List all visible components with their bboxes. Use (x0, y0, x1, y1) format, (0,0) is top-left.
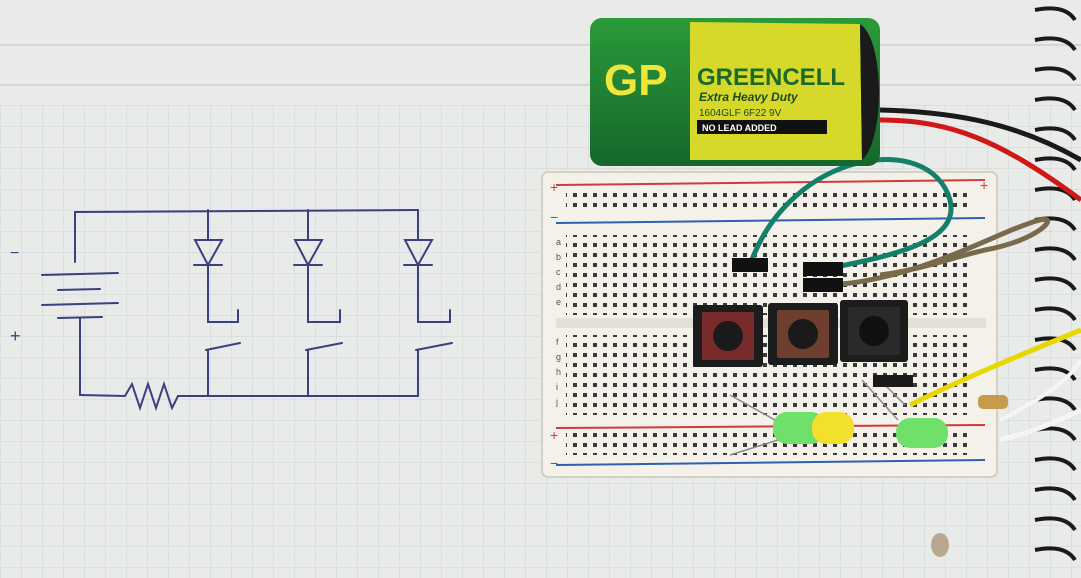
battery-model: 1604GLF 6F22 9V (699, 108, 782, 119)
yellow-wire (908, 327, 1081, 408)
jumper-header (873, 375, 913, 387)
row-letter-g: g (556, 352, 561, 362)
rail-minus-label-top: − (550, 209, 558, 225)
schematic-plus-mark: + (10, 326, 21, 346)
brown-jumper-wire (829, 216, 1051, 288)
battery-badge: NO LEAD ADDED (702, 123, 777, 133)
9v-battery (590, 18, 880, 166)
row-letter-e: e (556, 297, 561, 307)
row-letter-j: j (555, 397, 558, 407)
push-button-black (840, 300, 908, 362)
row-letters-top: a b c d e (556, 237, 561, 307)
row-letter-c: c (556, 267, 561, 277)
white-wire-2 (999, 358, 1081, 422)
rail-plus-label-bottom: + (550, 427, 558, 443)
jumper-plug-1 (732, 258, 768, 272)
battery-tagline: Extra Heavy Duty (699, 90, 799, 104)
row-letter-a: a (556, 237, 561, 247)
rail-minus-label-bottom: − (550, 455, 558, 471)
resistor (978, 395, 1008, 409)
hand-drawn-schematic (41, 209, 453, 412)
battery-logo: GP (604, 56, 668, 105)
row-letters-bottom: f g h i j (555, 337, 561, 407)
battery-brand: GREENCELL (697, 64, 845, 91)
spiral-binding (1034, 6, 1077, 562)
row-letter-d: d (556, 282, 561, 292)
led-green-1 (773, 412, 825, 444)
white-wire (999, 407, 1081, 443)
black-wire (879, 107, 1081, 163)
rail-plus-label-top-right: + (980, 177, 988, 193)
push-button-red (693, 305, 763, 367)
row-letter-i: i (556, 382, 558, 392)
push-button-brown (768, 303, 838, 365)
schematic-minus-mark: − (10, 245, 19, 262)
row-letter-b: b (556, 252, 561, 262)
row-letter-h: h (556, 367, 561, 377)
rail-plus-label-top: + (550, 179, 558, 195)
row-letter-f: f (556, 337, 559, 347)
paper-punch-hole (931, 533, 949, 557)
jumper-plug-3 (803, 278, 843, 292)
led-yellow (812, 412, 854, 444)
led-green-2 (896, 418, 948, 448)
led-leads (729, 379, 906, 456)
jumper-plug-2 (803, 262, 843, 276)
red-wire (879, 117, 1081, 203)
green-jumper-wire (747, 157, 954, 273)
